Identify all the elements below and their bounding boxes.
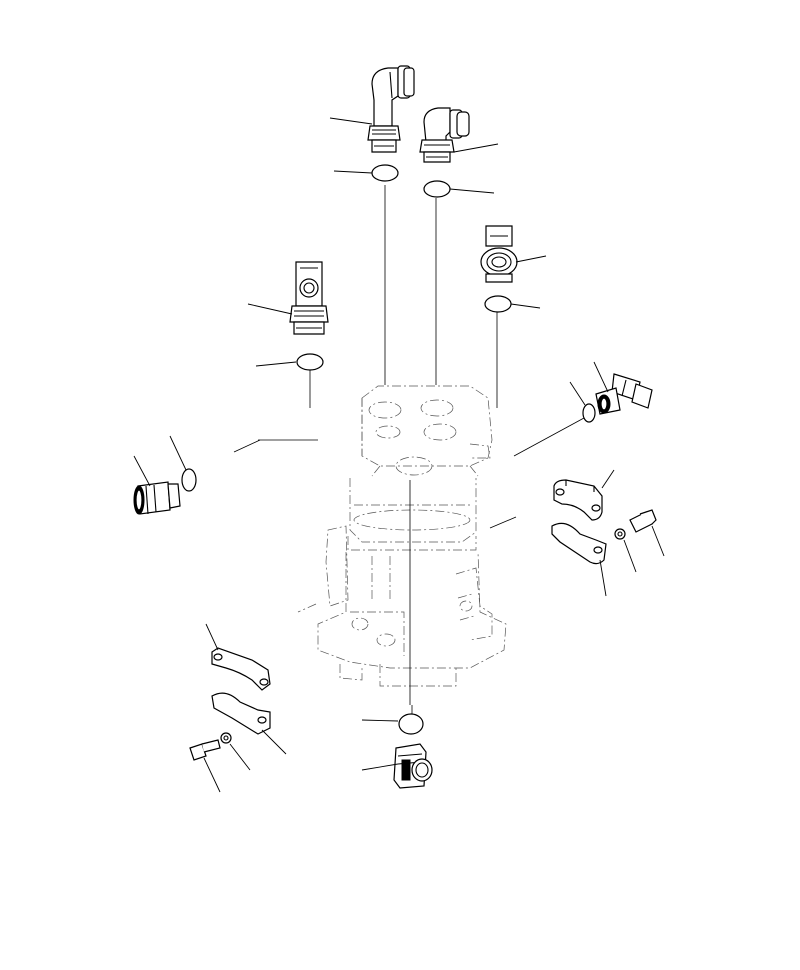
- o-ring-bottom: [361, 713, 424, 735]
- washer-left: [220, 732, 251, 771]
- elbow-fitting-1: [329, 65, 415, 153]
- elbow-fitting-2: [419, 107, 499, 163]
- o-ring-1: [333, 164, 399, 182]
- o-ring-left: [169, 435, 197, 492]
- o-ring-4: [484, 295, 541, 313]
- straight-fitting-1: [247, 261, 329, 335]
- center-lines: [233, 185, 585, 716]
- union-fitting-left: [133, 455, 181, 515]
- elbow-fitting-right: [593, 361, 653, 415]
- o-ring-right: [569, 381, 596, 423]
- split-flange-right-lower: [551, 522, 607, 597]
- split-flange-left-lower: [211, 692, 287, 755]
- split-flange-right-upper: [553, 469, 615, 521]
- swivel-joint-body: [297, 385, 507, 687]
- washer-right: [614, 528, 637, 573]
- bolt-left: [189, 739, 221, 793]
- o-ring-2: [423, 180, 495, 198]
- union-fitting-bottom: [361, 743, 433, 789]
- split-flange-left-upper: [205, 623, 271, 691]
- bolt-right: [629, 509, 665, 557]
- o-ring-3: [255, 353, 324, 371]
- tee-fitting-1: [480, 225, 547, 283]
